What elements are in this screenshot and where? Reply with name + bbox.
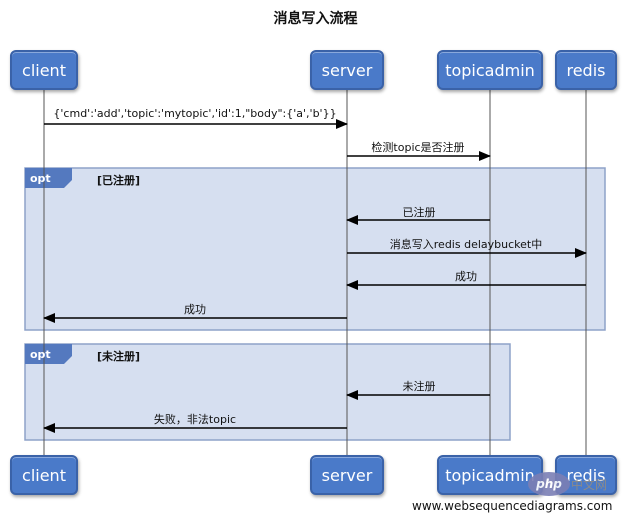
message-label-5: 成功 bbox=[455, 270, 477, 283]
actor-server-top: server bbox=[310, 50, 384, 90]
opt-frame-registered bbox=[24, 167, 606, 331]
php-site-label: 中文网 bbox=[571, 478, 608, 492]
message-label-3: 已注册 bbox=[402, 206, 436, 219]
opt-condition-unregistered: [未注册] bbox=[97, 350, 141, 363]
opt-frame-registered-tag bbox=[25, 168, 72, 188]
php-logo-icon: php bbox=[528, 472, 570, 496]
opt-tag-label-2: opt bbox=[30, 348, 51, 361]
opt-tag-label-1: opt bbox=[30, 172, 51, 185]
message-label-6: 成功 bbox=[184, 303, 206, 316]
opt-frame-unregistered-tag bbox=[25, 344, 72, 364]
actor-topicadmin-bottom: topicadmin bbox=[437, 455, 543, 495]
watermark-url: www.websequencediagrams.com bbox=[412, 499, 613, 513]
message-label-8: 失败，非法topic bbox=[153, 413, 237, 426]
message-label-4: 消息写入redis delaybucket中 bbox=[389, 238, 543, 251]
diagram-title: 消息写入流程 bbox=[273, 11, 358, 27]
message-label-2: 检测topic是否注册 bbox=[371, 141, 465, 154]
actor-client-bottom: client bbox=[10, 455, 78, 495]
message-label-1: {'cmd':'add','topic':'mytopic','id':1,"b… bbox=[53, 107, 337, 120]
message-label-7: 未注册 bbox=[402, 380, 436, 393]
actor-redis-top: redis bbox=[555, 50, 617, 90]
actor-topicadmin-top: topicadmin bbox=[437, 50, 543, 90]
actor-client-top: client bbox=[10, 50, 78, 90]
opt-condition-registered: [已注册] bbox=[97, 174, 141, 187]
actor-server-bottom: server bbox=[310, 455, 384, 495]
opt-frame-unregistered bbox=[24, 343, 511, 441]
